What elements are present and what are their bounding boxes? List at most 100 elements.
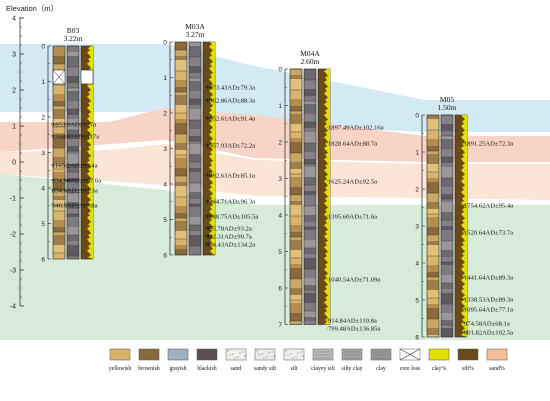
legend-label: silt%	[462, 366, 474, 372]
date-label: 1828.64AD±88.7a	[328, 140, 377, 147]
correlation-bands	[0, 44, 550, 340]
legend-item: blackish	[196, 348, 218, 372]
depth-tick-label: 6	[163, 253, 167, 260]
depth-tick-label: 1	[278, 103, 282, 110]
date-label: 1625.24AD±92.5a	[328, 178, 377, 185]
elevation-axis-title: Elevation（m）	[6, 4, 58, 13]
depth-tick-label: 2	[41, 115, 45, 122]
core-name: M05	[440, 95, 454, 104]
core-loss-marker	[52, 69, 94, 85]
legend-item: yellowish	[109, 348, 131, 372]
depth-tick-label: 4	[278, 213, 282, 220]
depth-tick-label: 1	[41, 79, 45, 86]
band-5	[0, 174, 550, 340]
date-label: 1338.53AD±89.3a	[464, 296, 513, 303]
band-4	[0, 144, 550, 200]
legend-label: sand%	[489, 366, 505, 372]
date-label: 1568.82AD±117a	[52, 133, 99, 140]
legend-swatch	[428, 348, 450, 361]
legend-swatch	[486, 348, 508, 361]
core-b03: 0123456B033.22m1853.9AD±127a1568.82AD±11…	[41, 26, 101, 264]
elevation-tick-label: 3	[12, 52, 16, 59]
date-label: 799.48AD±136.85a	[328, 325, 380, 332]
grain-size-strip	[202, 41, 216, 256]
elevation-tick-label: -1	[10, 196, 16, 203]
depth-tick-label: 4	[163, 182, 167, 189]
legend-item: silt%	[457, 348, 479, 372]
legend-swatch	[167, 348, 189, 361]
depth-tick-label: 6	[415, 335, 419, 342]
legend-swatch	[283, 348, 305, 361]
band-3	[0, 108, 550, 162]
depth-tick-label: 4	[41, 186, 45, 193]
date-label: 864.43AD±134.2a	[206, 241, 255, 248]
date-label: 1344.71AD±96.3a	[206, 198, 255, 205]
legend-item: clay%	[428, 348, 450, 372]
legend-swatch	[138, 348, 160, 361]
legend-item: brownish	[138, 348, 160, 372]
core-color-strip	[174, 41, 188, 256]
band-2	[0, 78, 550, 132]
date-label: 1802.86AD±88.3a	[206, 97, 255, 104]
date-label: 1873.43AD±79.3a	[206, 84, 255, 91]
date-label: 922.31AD±90.7a	[206, 233, 252, 240]
legend-item: sand%	[486, 348, 508, 372]
legend-item: clay	[370, 348, 392, 372]
depth-tick-label: 5	[278, 249, 282, 256]
elevation-tick-label: -3	[10, 268, 16, 275]
depth-tick-label: 6	[41, 257, 45, 264]
date-label: 854.6AD±101.3a	[52, 187, 98, 194]
depth-tick-label: 0	[163, 40, 167, 47]
elevation-tick-label: 2	[12, 88, 16, 95]
core-name: M04A	[300, 49, 320, 58]
core-m04a: 01234567M04A2.60m1897.49AD±102.16a1828.6…	[278, 49, 383, 332]
grain-size-strip	[80, 45, 94, 260]
core-elevation: 2.60m	[301, 57, 320, 66]
elevation-axis: Elevation（m） 4 3 2 1 0 -1 -2 -3 -4	[6, 4, 58, 311]
legend-item: sandy silt	[254, 348, 276, 372]
depth-tick-label: 3	[415, 224, 419, 231]
date-label: 934.94AD±167.6a	[52, 177, 101, 184]
core-lithology-strip	[188, 41, 202, 256]
depth-tick-label: 2	[415, 187, 419, 194]
legend-swatch	[312, 348, 334, 361]
legend-swatch	[254, 348, 276, 361]
elevation-tick-label: -4	[10, 304, 16, 311]
legend-label: clay	[376, 366, 386, 372]
core-lithology-strip	[440, 114, 454, 338]
legend-label: clay%	[432, 366, 447, 372]
core-lithology-strip	[303, 68, 317, 325]
elevation-tick-label: -2	[10, 232, 16, 239]
depth-tick-label: 0	[415, 113, 419, 120]
core-elevation: 1.50m	[438, 103, 457, 112]
legend-label: sand	[231, 366, 242, 372]
elevation-tick-label: 1	[12, 124, 16, 131]
legend-label: silt	[290, 366, 297, 372]
date-label: 1520.64AD±73.7a	[464, 229, 513, 236]
legend-swatch	[196, 348, 218, 361]
legend-label: silty clay	[341, 366, 362, 372]
date-label: 1557.93AD±72.2a	[206, 142, 255, 149]
legend-item: core loss	[399, 348, 421, 372]
legend-item: sand	[225, 348, 247, 372]
legend-swatch	[341, 348, 363, 361]
legend: yellowish brownish grayish blackish sand sand…	[109, 348, 508, 372]
legend-swatch	[370, 348, 392, 361]
elevation-tick-label: 4	[12, 16, 16, 23]
depth-tick-label: 1	[415, 150, 419, 157]
date-label: 1853.9AD±127a	[52, 121, 96, 128]
date-label: 801.82AD±102.5a	[464, 329, 513, 336]
depth-tick-label: 1	[163, 75, 167, 82]
core-color-strip	[52, 45, 66, 260]
band-1	[0, 44, 550, 117]
grain-size-strip	[317, 68, 331, 325]
legend-label: blackish	[197, 366, 216, 372]
depth-tick-label: 0	[41, 44, 45, 51]
core-lithology-strip	[66, 45, 80, 260]
legend-label: grayish	[169, 366, 186, 372]
depth-tick-label: 2	[278, 140, 282, 147]
depth-tick-label: 5	[41, 221, 45, 228]
legend-item: silty clay	[341, 348, 363, 372]
depth-tick-label: 7	[278, 322, 282, 329]
